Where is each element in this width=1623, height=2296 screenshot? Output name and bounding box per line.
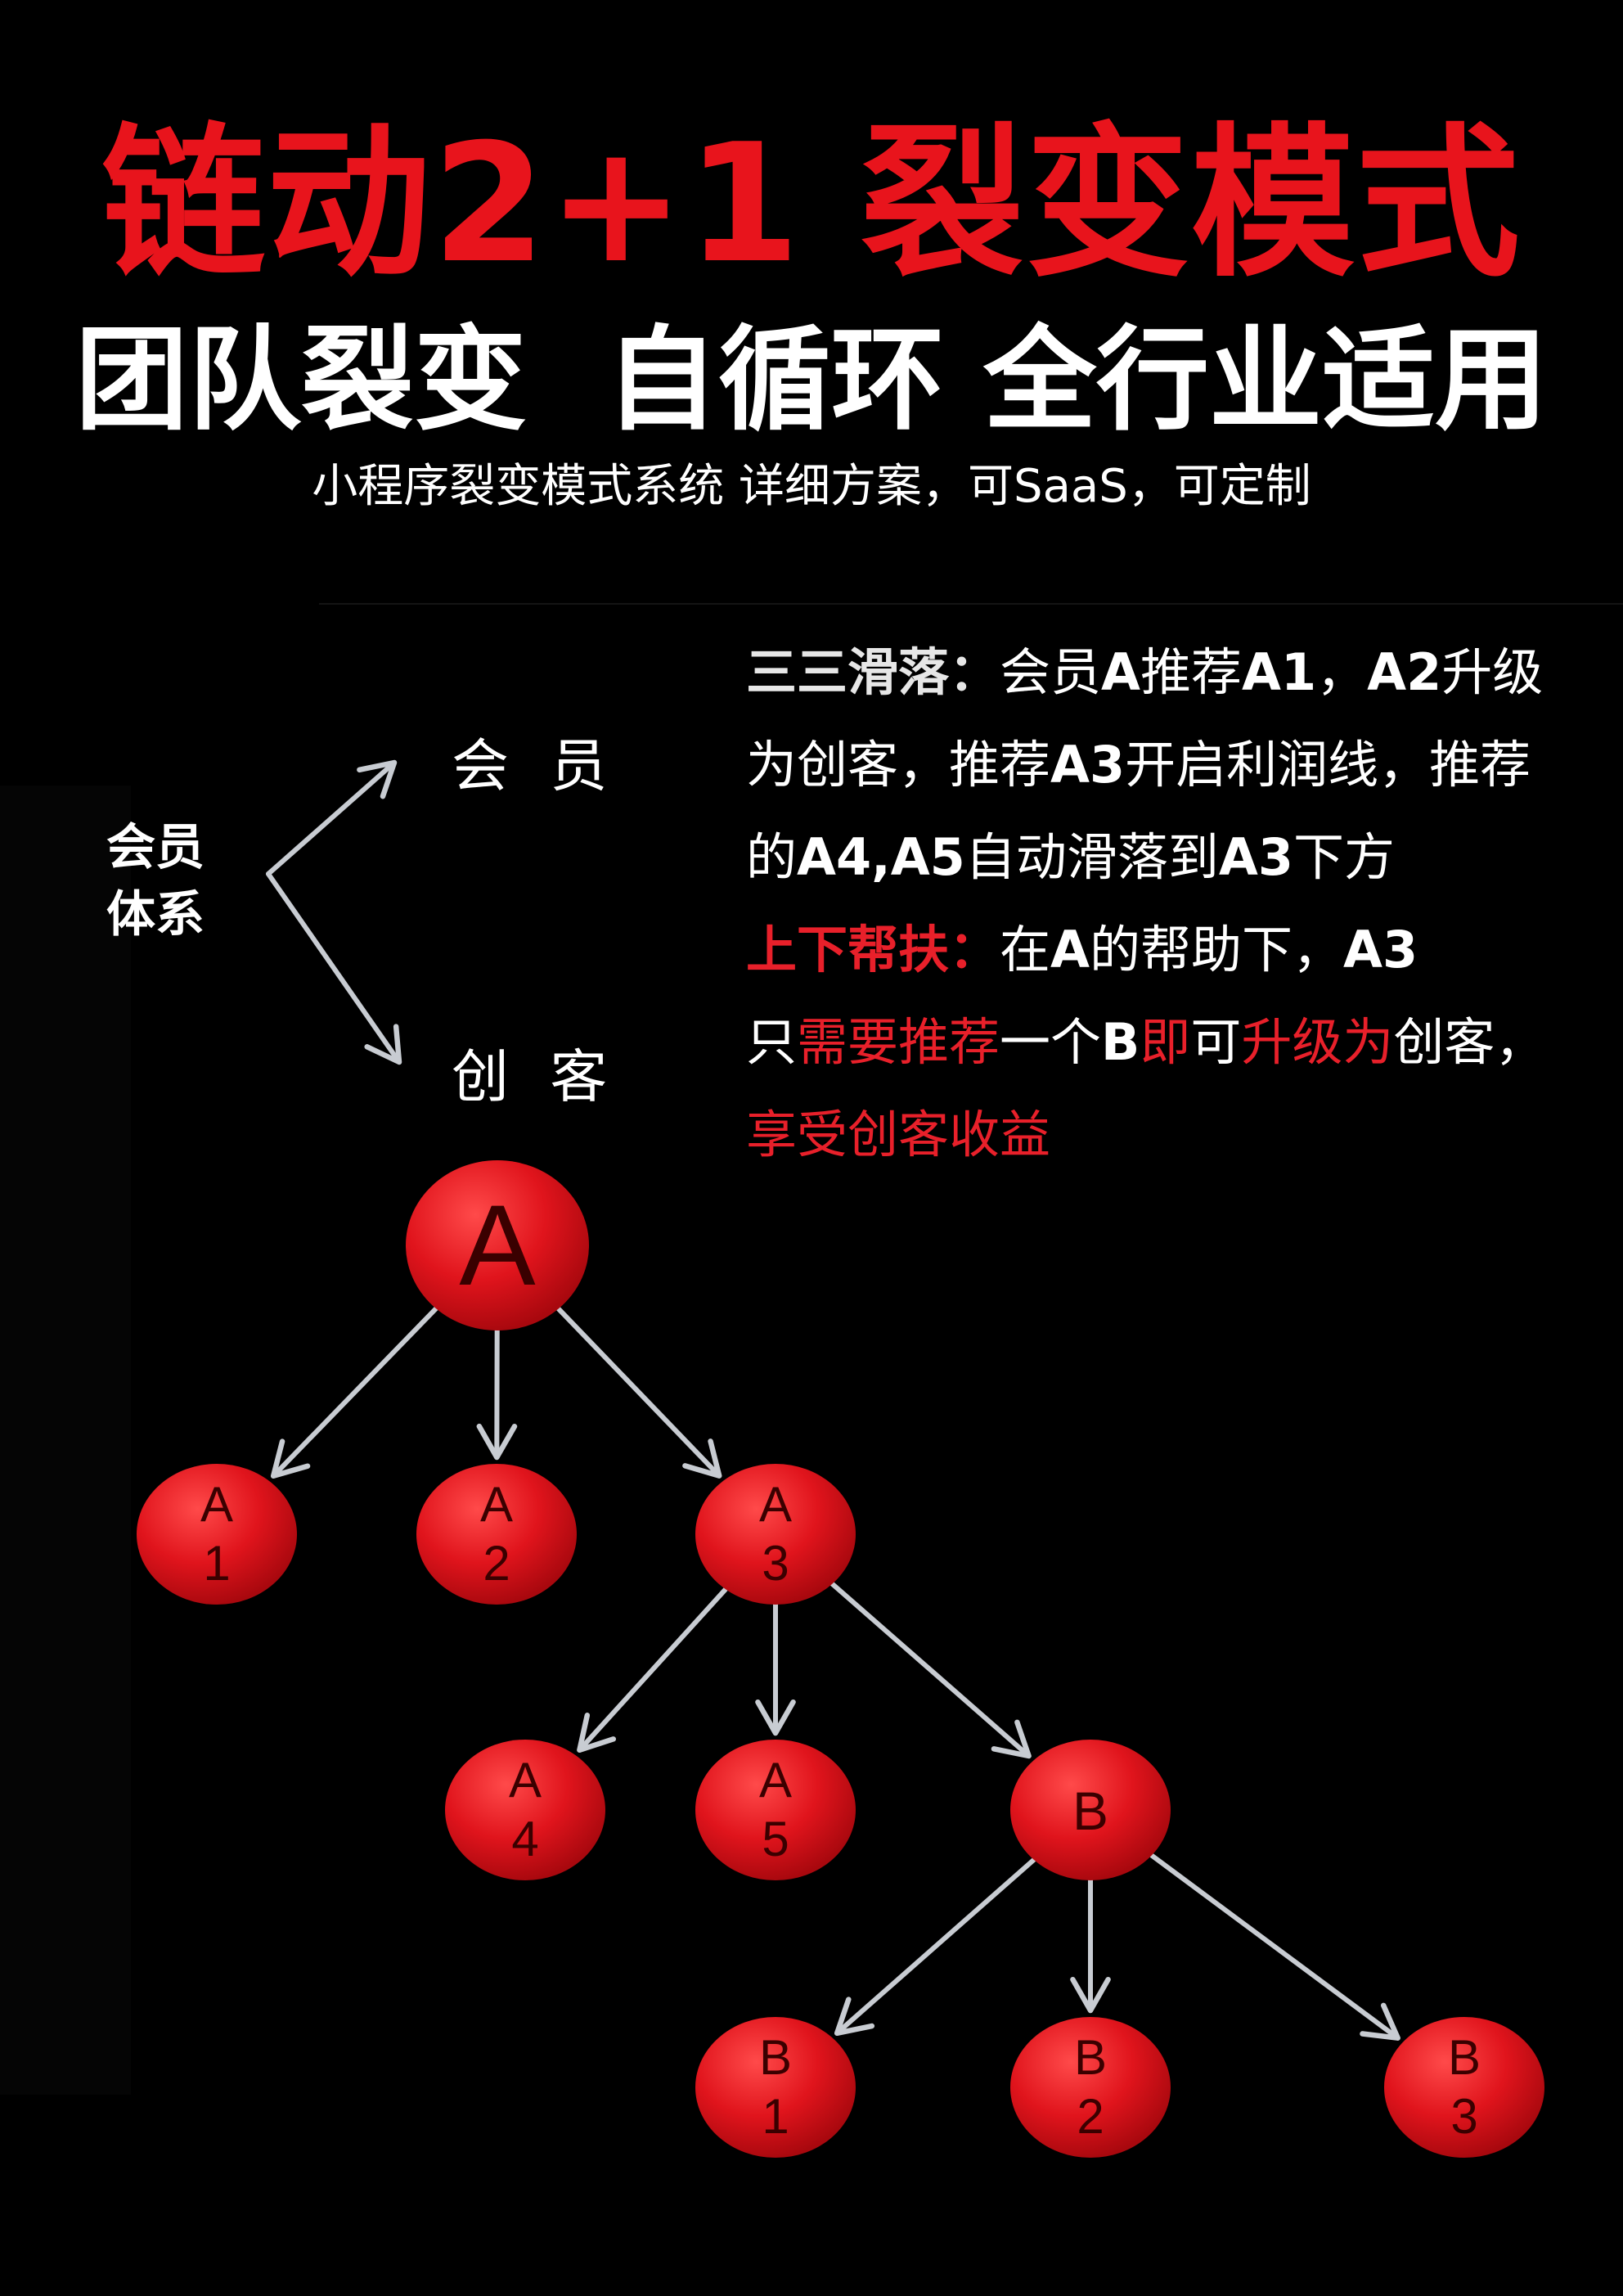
member-system-label: 会员 体系: [106, 814, 237, 948]
branch-arrow-member: [266, 759, 398, 876]
tree-node-number: 2: [1077, 2089, 1104, 2144]
tree-arrow-b-b3: [1149, 1853, 1400, 2041]
desc-text: B: [1101, 1012, 1140, 1072]
page-subtitle: 团队裂变 自循环 全行业适用: [74, 314, 1549, 446]
desc-text: 在: [1000, 920, 1051, 979]
tree-arrow-a3-a4: [577, 1587, 728, 1754]
desc-text: ，: [1316, 642, 1368, 702]
desc-text-red: 升级为: [1241, 1012, 1394, 1072]
desc-text: 自动滑落到: [964, 827, 1219, 887]
tree-node-circle: [1384, 2017, 1544, 2158]
tree-node-b3: B3: [1384, 2017, 1544, 2158]
tree-node-a1: A1: [137, 1464, 297, 1605]
desc-p1-heading: 三三滑落：: [746, 642, 1000, 702]
desc-text: 会员: [1000, 642, 1102, 702]
member-system-label-line1: 会员: [106, 819, 205, 876]
tree-arrow-a-a3: [555, 1306, 722, 1479]
desc-text: 下方: [1293, 827, 1395, 887]
tree-node-letter: A: [480, 1477, 513, 1532]
tree-node-circle: [695, 2017, 856, 2158]
desc-text: 升级为创客，推荐: [746, 642, 1544, 795]
desc-p2-heading: 上下帮扶：: [746, 920, 1000, 979]
tree-node-a: A: [406, 1160, 589, 1330]
tree-node-letter: B: [759, 2030, 792, 2085]
page-tagline: 小程序裂变模式系统 详细方案，可SaaS，可定制: [312, 460, 1311, 513]
left-shade-panel: [0, 786, 131, 2095]
tree-node-number: 3: [762, 1536, 789, 1591]
desc-text: A1: [1242, 642, 1317, 702]
desc-text-red: 即: [1140, 1012, 1191, 1072]
tree-node-letter: A: [459, 1181, 536, 1309]
tree-node-circle: [445, 1740, 605, 1880]
tree-node-number: 3: [1450, 2089, 1477, 2144]
tree-node-letter: A: [200, 1477, 233, 1532]
branch-arrow-creator: [266, 871, 402, 1065]
top-divider: [319, 603, 1623, 605]
tree-node-circle: [695, 1740, 856, 1880]
tree-node-circle: [406, 1160, 589, 1330]
tree-node-b1: B1: [695, 2017, 856, 2158]
tree-node-a5: A5: [695, 1740, 856, 1880]
tree-node-number: 1: [762, 2089, 789, 2144]
tree-node-circle: [1010, 2017, 1171, 2158]
tree-node-number: 1: [203, 1536, 230, 1591]
tree-node-letter: A: [759, 1753, 792, 1808]
tree-node-letter: A: [509, 1753, 542, 1808]
description-block: 三三滑落：会员A推荐A1，A2升级为创客，推荐A3开启利润线，推荐的A4,A5自…: [746, 626, 1580, 1181]
tree-node-circle: [416, 1464, 577, 1605]
desc-text: 的帮助下，: [1090, 920, 1344, 979]
tree-node-circle: [137, 1464, 297, 1605]
tree-node-a2: A2: [416, 1464, 577, 1605]
desc-text: A4,A5: [797, 827, 965, 887]
tree-node-number: 2: [483, 1536, 510, 1591]
desc-text: A: [1101, 642, 1141, 702]
tree-arrow-b-b1: [834, 1857, 1036, 2037]
desc-text: 推荐: [1140, 642, 1243, 702]
page-title: 链动2+1 裂变模式: [101, 109, 1522, 299]
desc-text: A: [1050, 920, 1090, 979]
tree-node-a4: A4: [445, 1740, 605, 1880]
desc-text: 创客，: [1393, 1012, 1546, 1072]
desc-text: 只: [746, 1012, 798, 1072]
tree-node-number: 4: [511, 1812, 538, 1866]
tree-node-letter: B: [1074, 2030, 1107, 2085]
tree-node-letter: B: [1072, 1781, 1108, 1841]
desc-text: A3: [1050, 735, 1126, 795]
desc-text-red: 需要推荐: [797, 1012, 1000, 1072]
desc-text: A2: [1367, 642, 1442, 702]
member-system-label-line2: 体系: [106, 886, 205, 943]
tree-node-letter: B: [1448, 2030, 1481, 2085]
tree-node-circle: [695, 1464, 856, 1605]
tree-node-a3: A3: [695, 1464, 856, 1605]
desc-text-red: 享受创客收益: [746, 1105, 1051, 1164]
tree-node-number: 5: [762, 1812, 789, 1866]
tree-node-b: B: [1010, 1740, 1171, 1880]
tree-arrow-a3-b: [829, 1581, 1032, 1759]
tree-node-letter: A: [759, 1477, 792, 1532]
tree-arrow-a-a1: [270, 1306, 438, 1479]
desc-text: A3: [1218, 827, 1293, 887]
branch-creator-label: 创 客: [452, 1043, 619, 1110]
tree-node-b2: B2: [1010, 2017, 1171, 2158]
tree-node-circle: [1010, 1740, 1171, 1880]
tree-edges: [270, 1306, 1400, 2041]
desc-text: 可: [1190, 1012, 1242, 1072]
desc-text: 开启利润线，推荐的: [746, 735, 1531, 887]
branch-member-label: 会 员: [452, 732, 619, 799]
desc-text: 一个: [1000, 1012, 1102, 1072]
system-branch-arrows: [266, 759, 402, 1065]
desc-text: A3: [1343, 920, 1418, 979]
